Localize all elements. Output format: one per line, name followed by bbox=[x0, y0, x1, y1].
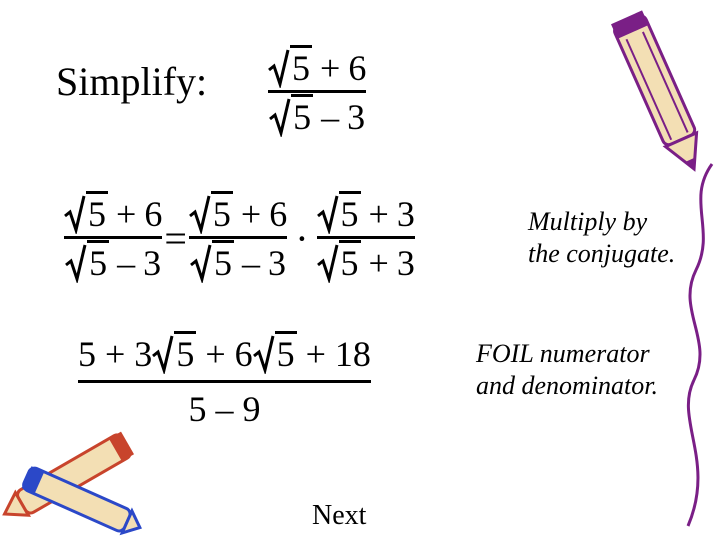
radical: 5 bbox=[268, 45, 312, 88]
multiply-dot: · bbox=[295, 216, 309, 261]
step1-conjugate-fraction: 5 + 3 5 + 3 bbox=[316, 191, 415, 283]
squiggle-line-icon bbox=[686, 163, 714, 527]
problem-fraction: 5 + 6 5 – 3 bbox=[268, 45, 367, 137]
step1-left-fraction: 5 + 6 5 – 3 bbox=[64, 191, 163, 283]
step2-fraction: 5 + 3 5 + 6 5 + 18 5 – 9 bbox=[78, 331, 371, 429]
step2-note: FOIL numerator and denominator. bbox=[476, 339, 658, 400]
pencils-clipart-icon bbox=[2, 431, 142, 536]
equals-sign: = bbox=[164, 216, 187, 261]
step1-expression: 5 + 6 5 – 3 = 5 + 6 5 – 3 · 5 + 3 bbox=[64, 191, 415, 283]
step2-numerator: 5 + 3 5 + 6 5 + 18 bbox=[78, 331, 371, 374]
fraction-bar bbox=[78, 380, 371, 383]
next-button[interactable]: Next bbox=[312, 500, 367, 531]
pencil-clipart-icon bbox=[611, 10, 699, 172]
page-title: Simplify: bbox=[56, 59, 208, 104]
step1-middle-fraction: 5 + 6 5 – 3 bbox=[188, 191, 288, 283]
problem-numerator: 5 + 6 bbox=[268, 45, 366, 88]
radical: 5 bbox=[269, 94, 314, 137]
step2-denominator: 5 – 9 bbox=[188, 389, 261, 429]
fraction-bar bbox=[268, 90, 367, 93]
step1-note: Multiply by the conjugate. bbox=[528, 207, 676, 268]
problem-denominator: 5 – 3 bbox=[269, 94, 365, 137]
